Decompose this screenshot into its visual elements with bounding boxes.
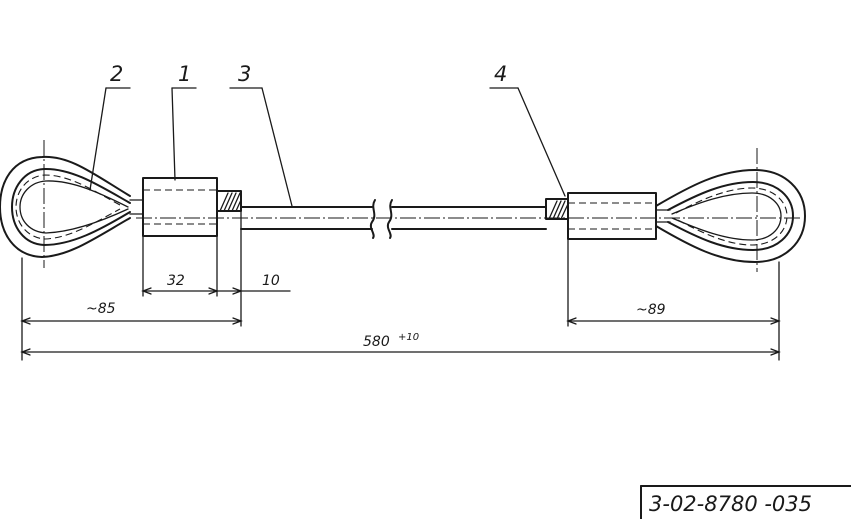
extension-lines: [21, 210, 780, 361]
dimension-85: ~85: [20, 301, 243, 325]
dimension-89: ~89: [566, 302, 781, 325]
dimension-label-10: 10: [262, 273, 280, 289]
position-label-1: 1: [178, 62, 191, 86]
position-label-4: 4: [494, 62, 507, 86]
rod: [136, 199, 800, 239]
left-thread: [216, 190, 242, 212]
dimension-label-580: 580: [363, 334, 390, 350]
position-label-2: 2: [110, 62, 123, 86]
leader-3: 3: [229, 62, 293, 207]
dimension-label-89: ~89: [636, 302, 666, 318]
right-ferrule: [567, 192, 671, 240]
dimension-32: 32: [141, 273, 219, 295]
title-block: 3-02-8780 -035: [640, 485, 851, 519]
leader-2: 2: [89, 62, 131, 191]
right-thread: [545, 198, 569, 220]
left-ferrule: [129, 177, 218, 237]
dimension-tolerance: +10: [398, 332, 419, 343]
right-thimble-eye: [655, 148, 806, 272]
leader-4: 4: [489, 62, 566, 197]
position-label-3: 3: [238, 62, 251, 86]
dimension-10: 10: [216, 273, 291, 295]
dimension-label-85: ~85: [86, 301, 116, 317]
drawing-code: 3-02-8780 -035: [649, 492, 812, 516]
dimension-overall: 580 +10: [20, 332, 781, 356]
leader-1: 1: [171, 62, 197, 181]
dimension-label-32: 32: [167, 273, 185, 289]
left-thimble-eye: [0, 140, 131, 268]
